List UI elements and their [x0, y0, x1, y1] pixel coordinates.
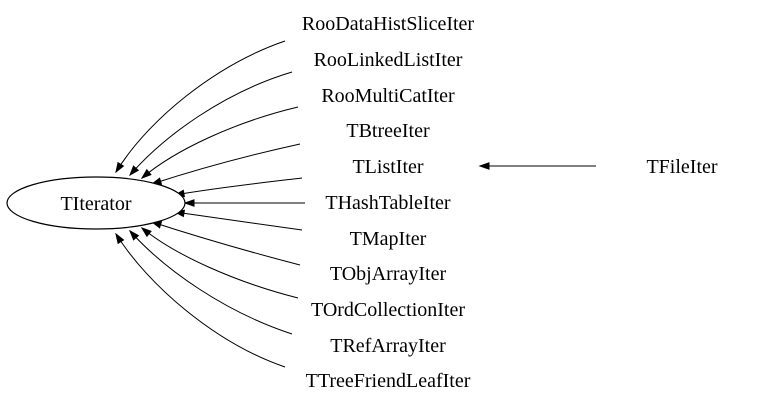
extra-node[interactable]: TFileIter [646, 156, 717, 178]
edge-8 [141, 227, 299, 299]
child-node-label-10: TTreeFriendLeafIter [306, 370, 471, 392]
child-node-2[interactable]: RooMultiCatIter [321, 85, 455, 107]
edge-6 [174, 211, 303, 231]
child-node-3[interactable]: TBtreeIter [346, 120, 430, 142]
arrowhead-8 [140, 227, 152, 238]
arrowhead-2 [140, 168, 152, 179]
extra-node-label: TFileIter [646, 156, 717, 178]
child-node-9[interactable]: TRefArrayIter [330, 335, 446, 357]
child-node-label-6: TMapIter [350, 228, 427, 250]
child-node-label-9: TRefArrayIter [330, 335, 446, 357]
child-node-label-4: TListIter [352, 156, 423, 178]
edge-0 [115, 40, 286, 173]
child-node-label-5: THashTableIter [325, 192, 451, 214]
edge-7 [151, 221, 301, 266]
arrowhead-0 [115, 161, 125, 174]
child-node-label-2: RooMultiCatIter [321, 85, 455, 107]
edge-4 [174, 177, 303, 196]
arrowhead-5 [183, 199, 195, 207]
arrowhead-1 [129, 165, 140, 177]
child-node-label-7: TObjArrayIter [330, 263, 447, 285]
root-node-ellipse [6, 176, 186, 230]
child-node-label-8: TOrdCollectionIter [311, 299, 465, 321]
edge-1 [129, 71, 293, 176]
child-node-7[interactable]: TObjArrayIter [330, 263, 447, 285]
edge-3 [151, 143, 301, 185]
child-node-label-0: RooDataHistSliceIter [302, 13, 475, 35]
arrowhead-extra [478, 162, 490, 170]
child-node-10[interactable]: TTreeFriendLeafIter [306, 370, 471, 392]
root-node[interactable]: TIterator [6, 176, 186, 230]
child-node-label-1: RooLinkedListIter [314, 49, 463, 71]
child-node-8[interactable]: TOrdCollectionIter [311, 299, 465, 321]
child-node-5[interactable]: THashTableIter [325, 192, 451, 214]
child-node-1[interactable]: RooLinkedListIter [314, 49, 463, 71]
root-node-label: TIterator [60, 193, 131, 215]
arrowhead-10 [115, 232, 125, 245]
arrowhead-9 [129, 229, 140, 241]
edge-9 [129, 230, 293, 335]
child-node-0[interactable]: RooDataHistSliceIter [302, 13, 475, 35]
edge-10 [115, 233, 286, 368]
edge-2 [141, 106, 299, 179]
child-node-4[interactable]: TListIter [352, 156, 423, 178]
child-node-6[interactable]: TMapIter [350, 228, 427, 250]
child-node-label-3: TBtreeIter [346, 120, 430, 142]
